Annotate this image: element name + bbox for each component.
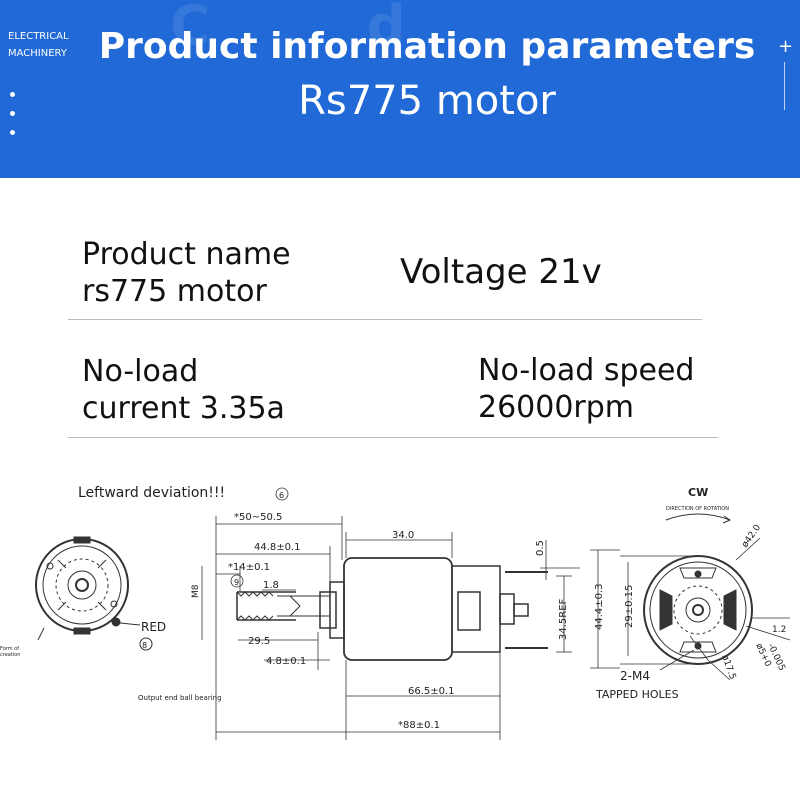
dim-44-8: 44.8±0.1	[254, 542, 301, 553]
dim-14: *14±0.1	[228, 562, 270, 573]
note-form-line-1: Form of	[0, 646, 19, 652]
spec-voltage: Voltage 21v	[400, 252, 602, 292]
motor-technical-drawing: Leftward deviation!!! Form of creation R…	[0, 485, 791, 740]
dim-34-0: 34.0	[392, 530, 414, 541]
brand-label: ELECTRICAL MACHINERY	[8, 28, 69, 62]
spec-noload-current-value: current 3.35a	[82, 391, 285, 426]
dim-34-5-ref: 34.5REF	[558, 598, 569, 640]
dim-29-5: 29.5	[248, 636, 270, 647]
callout-9: 9	[234, 578, 239, 587]
spec-noload-current-label: No-load	[82, 354, 199, 389]
page-subtitle: Rs775 motor	[298, 78, 556, 124]
tapped-holes-label: TAPPED HOLES	[595, 688, 679, 701]
dim-29: 29±0.15	[624, 585, 635, 628]
dim-66-5: 66.5±0.1	[408, 686, 455, 697]
end-view-right	[620, 513, 791, 681]
dimension-lines	[201, 516, 629, 740]
side-view	[236, 557, 548, 661]
red-lead-label: RED	[141, 620, 166, 634]
brand-line-2: MACHINERY	[8, 48, 67, 59]
dim-4-8: 4.8±0.1	[266, 656, 306, 667]
decorative-line	[784, 62, 785, 110]
m4-label: 2-M4	[620, 669, 650, 683]
spec-product-name-value: rs775 motor	[82, 274, 267, 309]
note-leftward-deviation: Leftward deviation!!!	[78, 485, 225, 501]
spec-noload-speed-label: No-load speed	[478, 353, 695, 388]
callout-6: 6	[279, 491, 284, 500]
dim-m8: M8	[191, 584, 201, 598]
plus-icon: +	[778, 36, 794, 57]
decorative-dots	[10, 92, 15, 149]
dim-50: *50~50.5	[234, 512, 282, 523]
dim-0-5: 0.5	[535, 540, 546, 556]
note-output-bearing: Output end ball bearing	[138, 694, 222, 702]
end-view-left	[35, 536, 153, 651]
spec-noload-speed: No-load speed 26000rpm	[478, 352, 694, 426]
header-banner: C d ELECTRICAL MACHINERY + Product infor…	[0, 0, 800, 178]
banner-watermark: C d	[170, 0, 412, 57]
divider-2	[68, 437, 718, 438]
page-title: Product information parameters	[98, 26, 756, 67]
dim-1-8: 1.8	[263, 580, 279, 591]
dim-88: *88±0.1	[398, 720, 440, 731]
spec-product-name-label: Product name	[82, 237, 291, 272]
brand-line-1: ELECTRICAL	[8, 31, 69, 42]
dim-1-2: 1.2	[772, 625, 786, 635]
divider-1	[68, 319, 702, 320]
callout-8: 8	[142, 641, 147, 650]
dim-17-5: ø17.5	[719, 654, 737, 681]
spec-product-name: Product name rs775 motor	[82, 236, 291, 310]
dim-44-4: 44.4±0.3	[594, 583, 605, 630]
cw-label: CW	[688, 486, 708, 499]
spec-noload-speed-value: 26000rpm	[478, 390, 635, 425]
direction-of-rotation-label: DIRECTION OF ROTATION	[666, 506, 729, 512]
spec-noload-current: No-load current 3.35a	[82, 353, 285, 427]
note-form-line-2: creation	[0, 652, 20, 658]
